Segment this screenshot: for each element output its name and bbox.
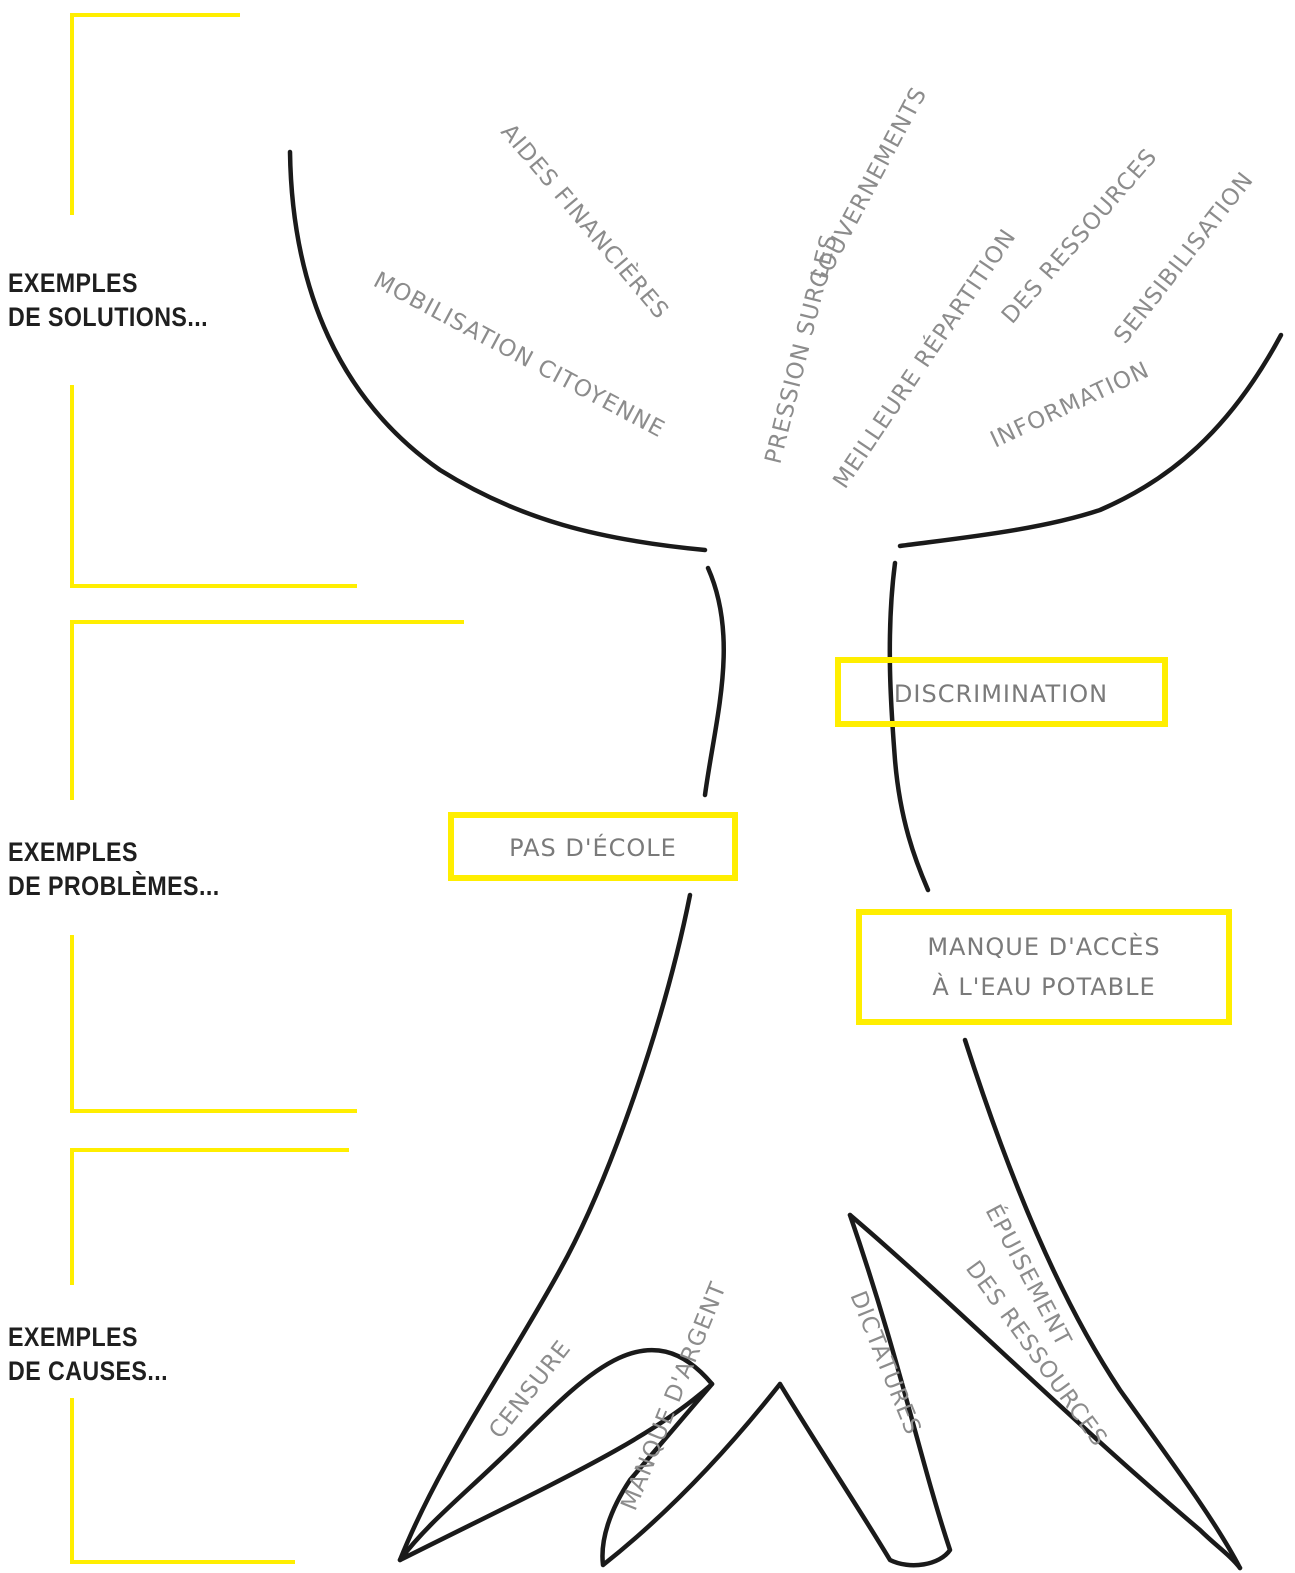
bracket-solutions-bottom	[70, 385, 357, 588]
root-epuisement	[847, 1212, 1243, 1571]
trunk-right-lower	[962, 1037, 1243, 1571]
solution-pression-line2: GOUVERNEMENTS	[804, 83, 932, 293]
problem-ecole: PAS D'ÉCOLE	[509, 833, 677, 862]
trunk-left-lower	[397, 892, 693, 1563]
section-label-solutions: EXEMPLES DE SOLUTIONS...	[8, 266, 208, 334]
box-ecole	[448, 812, 738, 881]
section-brackets	[70, 13, 464, 1564]
bracket-causes-top	[70, 1148, 349, 1285]
solution-repartition-line1: MEILLEURE RÉPARTITION	[827, 223, 1022, 493]
bracket-causes-bottom	[70, 1398, 295, 1564]
box-eau	[856, 909, 1232, 1025]
trunk-left-upper	[702, 565, 726, 798]
section-label-causes: EXEMPLES DE CAUSES...	[8, 1320, 168, 1388]
root-argent-left	[600, 1381, 783, 1568]
problem-discrimination: DISCRIMINATION	[894, 680, 1108, 708]
crown-left-curve	[287, 149, 708, 553]
trunk-right-upper	[887, 560, 931, 893]
solution-aides: AIDES FINANCIÈRES	[495, 118, 675, 325]
section-label-problems-line2: DE PROBLÈMES...	[8, 871, 220, 901]
bracket-solutions-top	[70, 13, 240, 215]
root-dictatures	[777, 1212, 953, 1568]
section-label-problems: EXEMPLES DE PROBLÈMES...	[8, 835, 220, 903]
root-censure	[397, 1348, 715, 1563]
solution-mobilisation: MOBILISATION CITOYENNE	[369, 267, 669, 443]
section-label-causes-line1: EXEMPLES	[8, 1322, 138, 1352]
section-label-causes-line2: DE CAUSES...	[8, 1356, 169, 1386]
bracket-problems-top	[70, 620, 464, 800]
bracket-problems-bottom	[70, 935, 357, 1113]
section-label-solutions-line2: DE SOLUTIONS...	[8, 302, 208, 332]
problem-eau-line2: À L'EAU POTABLE	[932, 972, 1155, 1001]
section-label-solutions-line1: EXEMPLES	[8, 268, 138, 298]
solution-information: INFORMATION	[987, 357, 1154, 453]
tree-outline	[287, 149, 1284, 1571]
problem-boxes	[448, 657, 1232, 1025]
cause-argent: MANQUE D'ARGENT	[616, 1278, 731, 1514]
cause-dictatures: DICTATURES	[844, 1288, 925, 1439]
box-discrimination	[835, 657, 1168, 727]
crown-right-curve	[897, 332, 1284, 549]
problem-eau-line1: MANQUE D'ACCÈS	[927, 932, 1160, 961]
section-label-problems-line1: EXEMPLES	[8, 837, 138, 867]
